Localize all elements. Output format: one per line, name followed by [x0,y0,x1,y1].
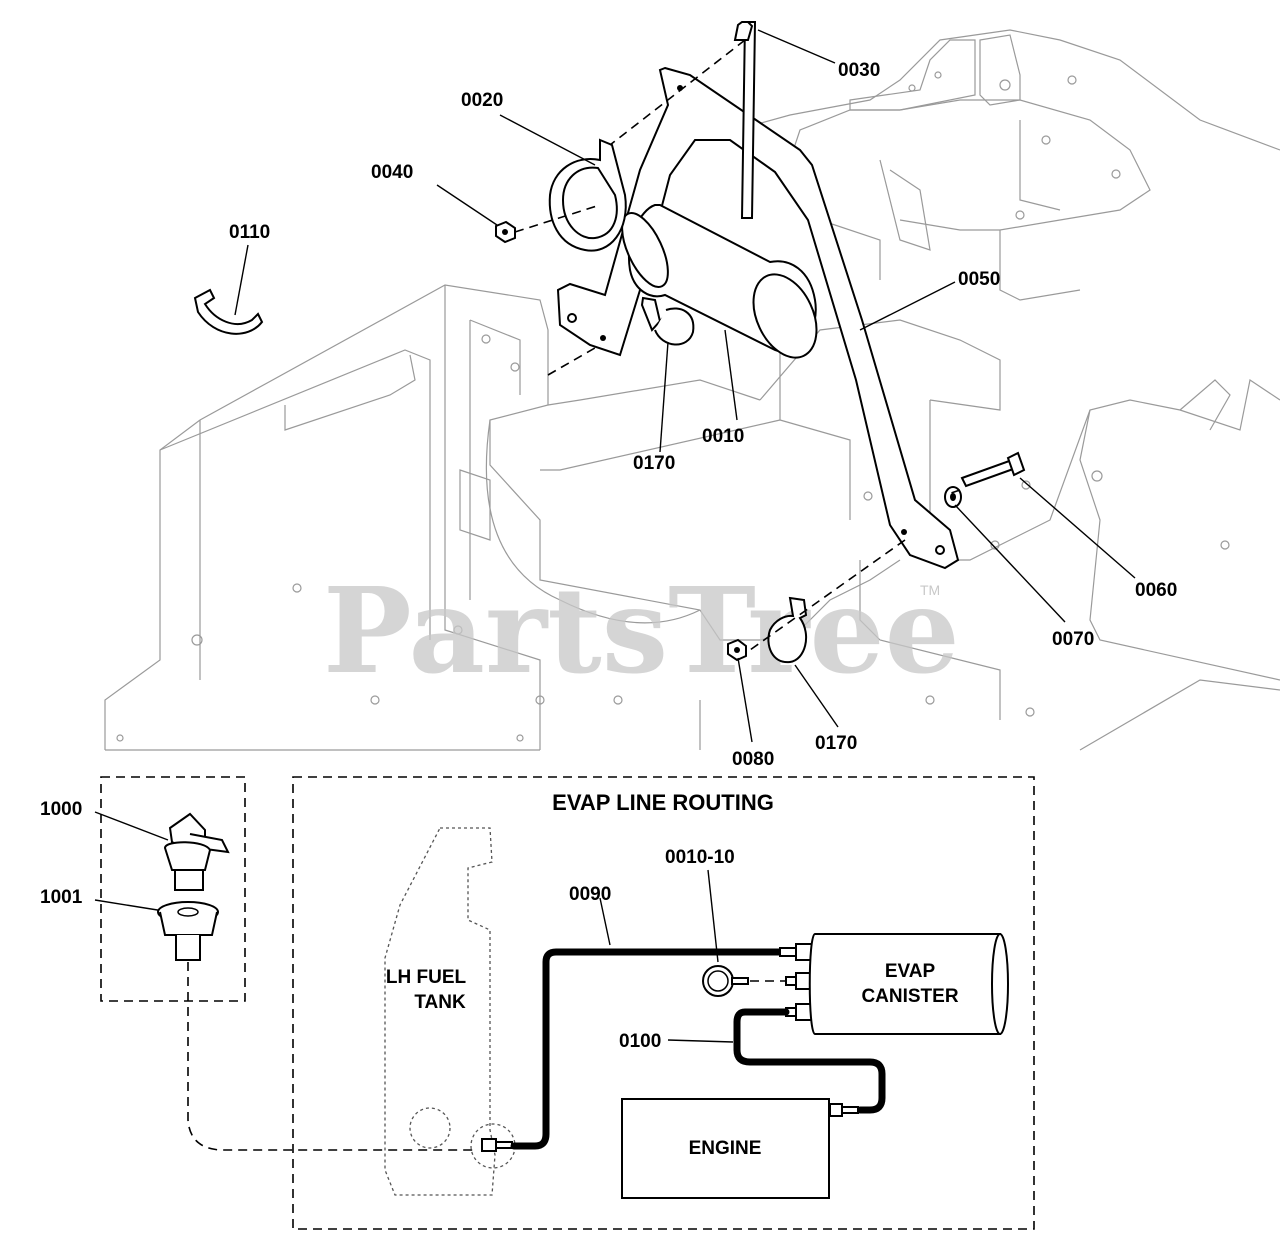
callout-0030: 0030 [838,60,880,81]
callout-0040: 0040 [371,162,413,183]
canister-label-line2: CANISTER [861,986,958,1007]
grommet-connection-line [187,962,478,1151]
callout-0100: 0100 [619,1031,661,1052]
leader-lines [94,29,1136,1043]
bolt-0060 [960,451,1026,488]
callout-0060: 0060 [1135,580,1177,601]
nut-0080 [727,638,747,662]
clamp-0020 [548,138,627,252]
engine-box [621,1098,830,1199]
fitting-1000 [163,812,230,891]
callout-0090: 0090 [569,884,611,905]
fitting-detail-box [100,776,246,1002]
grommet-1001 [157,901,219,961]
callout-1000: 1000 [40,799,82,820]
filter-0010-10 [702,965,790,997]
tank-label-line2: TANK [414,992,466,1013]
mower-frame-outline [104,29,1280,751]
evap-routing-box [292,776,1035,1230]
engine-label: ENGINE [689,1138,762,1159]
evap-canister [808,933,1009,1035]
assembly-lines [514,39,961,651]
engine-fitting [829,1103,859,1117]
tube-0090 [510,948,784,1150]
callout-0110: 0110 [229,222,270,243]
bolt-0030 [740,21,757,219]
washer-0070 [944,486,962,508]
watermark-tm: TM [920,582,940,598]
callout-0170-upper: 0170 [633,453,675,474]
callout-0080: 0080 [732,749,774,770]
nut-0040 [495,220,516,244]
tank-label-line1: LH FUEL [386,967,467,988]
callout-0010-10: 0010-10 [665,847,735,868]
pin-0030 [733,21,754,41]
cable-tie-0110 [193,288,264,335]
clamp-0170-upper [640,296,695,346]
callout-0050: 0050 [958,269,1000,290]
tank-fitting [481,1138,513,1152]
clamp-0170-lower [767,596,808,664]
callout-1001: 1001 [40,887,83,908]
callout-0170-lower: 0170 [815,733,857,754]
callout-0020: 0020 [461,90,503,111]
tube-0100 [733,1008,886,1114]
routing-title: EVAP LINE ROUTING [552,790,774,815]
callout-0010: 0010 [702,426,744,447]
canister-0010 [621,204,818,359]
watermark-brand: PartsTree [323,561,960,700]
canister-label-line1: EVAP [885,961,936,982]
callout-0070: 0070 [1052,629,1094,650]
